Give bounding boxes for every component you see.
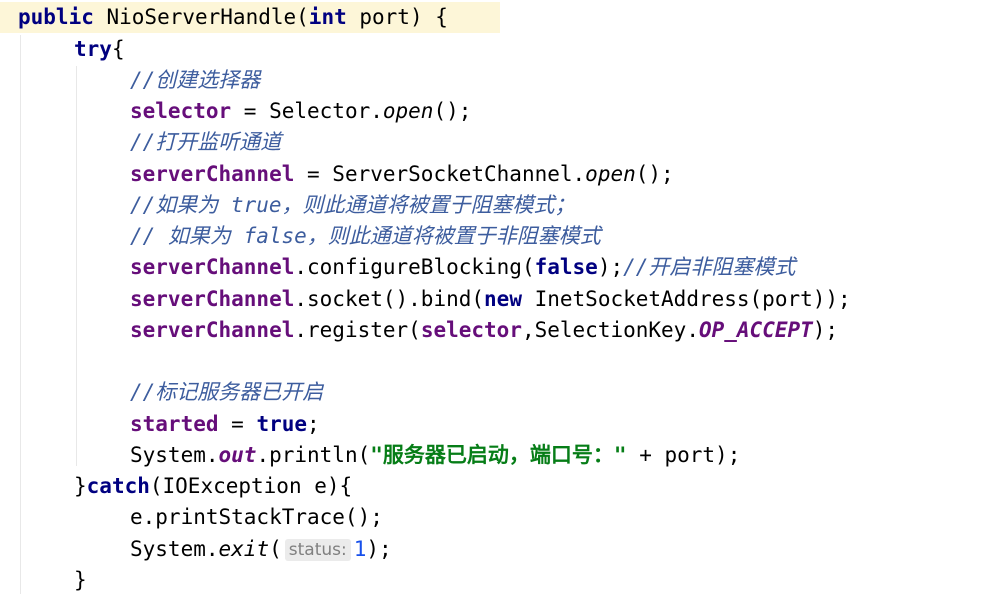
comment: //标记服务器已开启 <box>130 380 324 404</box>
code-text: System. <box>130 443 219 467</box>
code-text: ; <box>307 412 320 436</box>
code-text: ); <box>366 537 392 561</box>
code-text: (); <box>635 162 674 186</box>
parameter-hint: status: <box>284 539 351 561</box>
code-line-4[interactable]: selector = Selector.open(); <box>0 96 471 127</box>
code-line-18[interactable]: System.exit(status:1); <box>0 534 392 565</box>
code-line-3[interactable]: //创建选择器 <box>0 65 260 96</box>
code-line-14[interactable]: started = true; <box>0 409 320 440</box>
code-line-10[interactable]: serverChannel.socket().bind(new InetSock… <box>0 284 851 315</box>
code-text: NioServerHandle( <box>93 5 309 29</box>
keyword: false <box>534 255 598 279</box>
code-line-1[interactable]: public NioServerHandle(int port) { <box>0 2 500 33</box>
code-text: .println( <box>256 443 371 467</box>
static-field: out <box>218 443 257 467</box>
keyword: try <box>74 37 112 61</box>
code-line-17[interactable]: e.printStackTrace(); <box>0 502 383 533</box>
code-line-16[interactable]: }catch(IOException e){ <box>0 471 352 502</box>
field: selector <box>130 99 232 123</box>
code-text: .register( <box>294 318 421 342</box>
code-text: InetSocketAddress(port)); <box>521 287 851 311</box>
static-method: open <box>585 162 636 186</box>
keyword: new <box>484 287 522 311</box>
field: serverChannel <box>130 162 295 186</box>
keyword: catch <box>86 474 150 498</box>
comment: //如果为 true，则此通道将被置于阻塞模式； <box>130 193 576 217</box>
code-line-5[interactable]: //打开监听通道 <box>0 127 281 158</box>
code-line-13[interactable]: //标记服务器已开启 <box>0 377 323 408</box>
comment: //创建选择器 <box>130 68 261 92</box>
static-method: exit <box>218 537 270 561</box>
code-text: (); <box>433 99 472 123</box>
code-text: .socket().bind( <box>294 287 485 311</box>
code-line-8[interactable]: // 如果为 false，则此通道将被置于非阻塞模式 <box>0 221 601 252</box>
code-text: ); <box>812 318 839 342</box>
code-text: (IOException e){ <box>149 474 353 498</box>
code-text: + port); <box>626 443 741 467</box>
code-text: = Selector. <box>231 99 383 123</box>
code-line-19[interactable]: } <box>0 565 87 596</box>
code-line-9[interactable]: serverChannel.configureBlocking(false);/… <box>0 252 795 283</box>
code-text: = ServerSocketChannel. <box>294 162 586 186</box>
code-text: } <box>74 568 87 592</box>
comment: //开启非阻塞模式 <box>623 255 796 279</box>
code-line-2[interactable]: try{ <box>0 34 125 65</box>
code-line-7[interactable]: //如果为 true，则此通道将被置于阻塞模式； <box>0 190 576 221</box>
number-literal: 1 <box>353 537 367 561</box>
code-line-6[interactable]: serverChannel = ServerSocketChannel.open… <box>0 159 674 190</box>
field: selector <box>420 318 522 342</box>
indent-guide <box>20 35 21 594</box>
code-text: System. <box>130 537 219 561</box>
keyword: int <box>308 5 347 29</box>
indent-guide <box>76 66 77 466</box>
code-text: } <box>74 474 87 498</box>
code-text: = <box>218 412 257 436</box>
code-text: port) { <box>346 5 448 29</box>
keyword: public <box>18 5 94 29</box>
code-text: e.printStackTrace(); <box>130 505 383 529</box>
code-text: ); <box>597 255 624 279</box>
code-text: ,SelectionKey. <box>521 318 699 342</box>
field: serverChannel <box>130 287 295 311</box>
string-literal: "服务器已启动，端口号：" <box>370 443 627 467</box>
field: serverChannel <box>130 318 295 342</box>
keyword: true <box>256 412 308 436</box>
field: started <box>130 412 219 436</box>
code-text: { <box>111 37 125 61</box>
code-text: .configureBlocking( <box>294 255 535 279</box>
code-line-15[interactable]: System.out.println("服务器已启动，端口号：" + port)… <box>0 440 740 471</box>
code-text: ( <box>269 537 282 561</box>
field: serverChannel <box>130 255 295 279</box>
constant: OP_ACCEPT <box>698 318 813 342</box>
comment: //打开监听通道 <box>130 130 282 154</box>
static-method: open <box>382 99 434 123</box>
comment: // 如果为 false，则此通道将被置于非阻塞模式 <box>130 224 601 248</box>
code-line-11[interactable]: serverChannel.register(selector,Selectio… <box>0 315 838 346</box>
